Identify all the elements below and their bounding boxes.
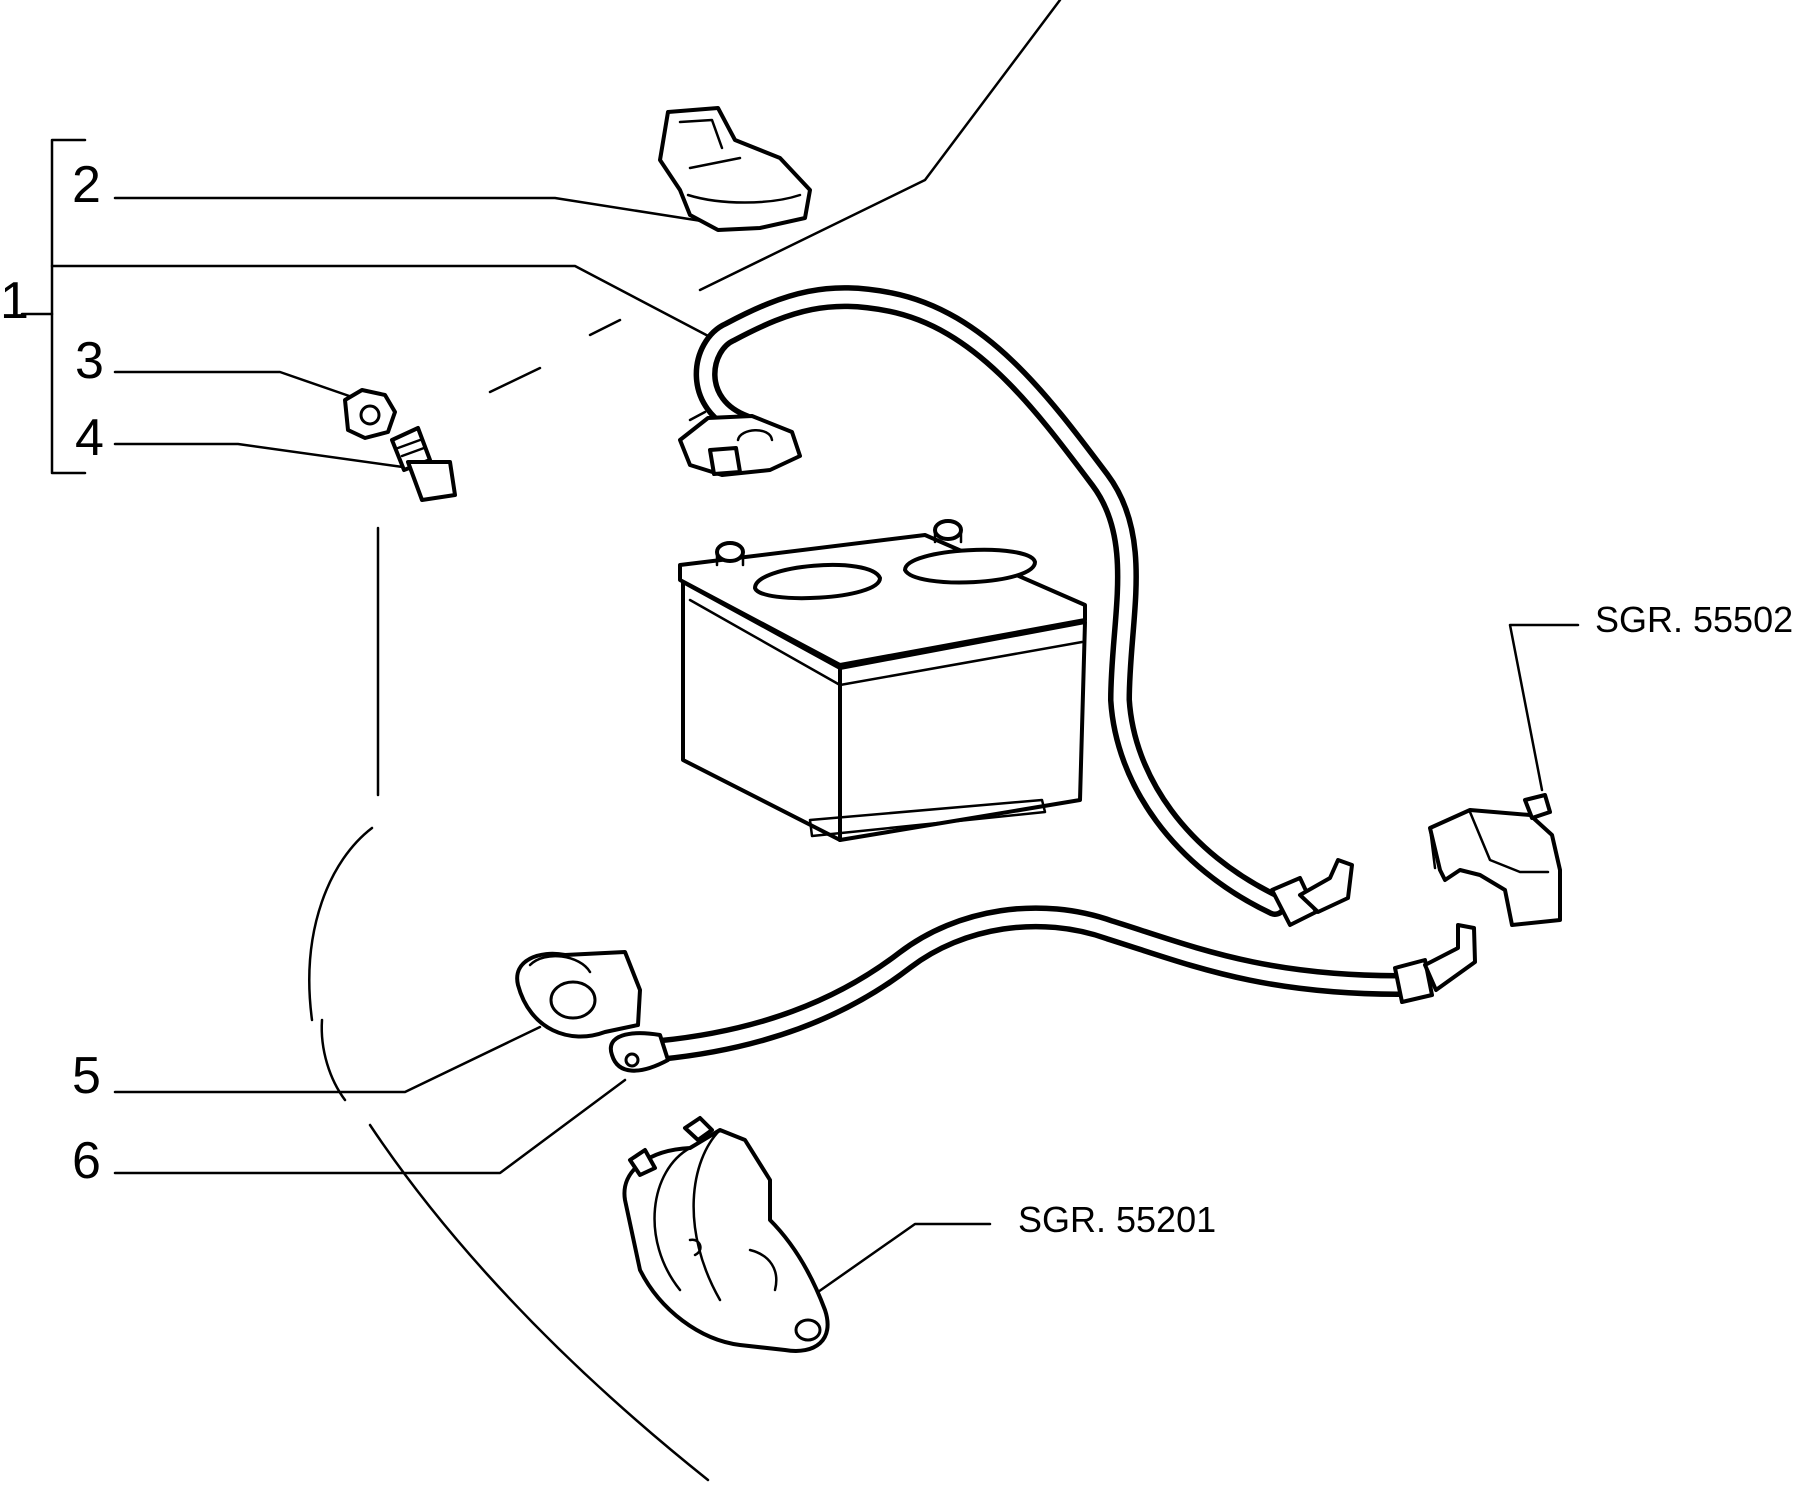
leader-2 <box>113 196 710 224</box>
grommet-part-5 <box>515 950 642 1039</box>
leader-starter-ref <box>816 1222 992 1294</box>
leader-lines <box>113 196 1580 1294</box>
bolt-part-4 <box>390 426 457 502</box>
reference-labels: SGR. 55502 SGR. 55201 <box>1018 599 1793 1240</box>
leader-cover-ref <box>1508 623 1580 792</box>
callout-4: 4 <box>75 409 104 467</box>
ground-cable-part-6 <box>608 905 1477 1073</box>
callout-2: 2 <box>72 156 101 214</box>
starter-motor <box>622 1116 830 1353</box>
nut-part-3 <box>343 388 397 440</box>
battery-clamp <box>678 410 802 477</box>
positive-cable-part-1 <box>693 285 1354 927</box>
terminal-cover <box>1428 793 1562 927</box>
leader-5 <box>113 1025 542 1094</box>
callout-5: 5 <box>72 1047 101 1105</box>
body-contour <box>308 0 1062 1482</box>
leader-6 <box>113 1078 627 1175</box>
callout-1: 1 <box>0 272 29 330</box>
callout-3: 3 <box>75 332 104 390</box>
group-bracket <box>20 138 714 475</box>
starter-reference-label: SGR. 55201 <box>1018 1199 1216 1240</box>
callout-6: 6 <box>72 1132 101 1190</box>
battery <box>678 519 1087 842</box>
terminal-boot-part-2 <box>658 106 812 232</box>
cover-reference-label: SGR. 55502 <box>1595 599 1793 640</box>
leader-4 <box>113 442 412 470</box>
callout-labels: 1 2 3 4 5 6 <box>0 156 104 1190</box>
leader-3 <box>113 370 357 400</box>
